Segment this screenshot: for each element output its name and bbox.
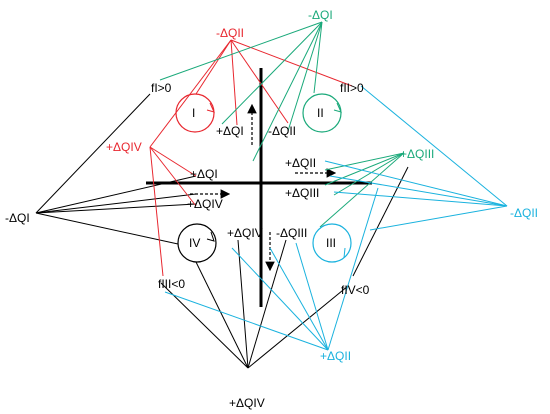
blue-line	[269, 247, 329, 351]
black-line	[35, 175, 197, 214]
label-fIV: fIV<0	[341, 283, 370, 297]
label-fII: fII>0	[340, 81, 364, 95]
green-lines	[159, 21, 405, 228]
black-lines	[35, 93, 409, 369]
label-plus-QI-q1: +ΔQI	[216, 124, 244, 138]
quadrant-numerals: I II III IV	[189, 106, 336, 250]
red-line	[149, 146, 197, 177]
blue-line	[327, 187, 379, 351]
green-line	[324, 152, 405, 186]
quadrant-label-IV: IV	[189, 236, 200, 250]
blue-line	[295, 242, 329, 351]
green-line	[252, 21, 323, 162]
red-line	[149, 39, 232, 148]
blue-line	[329, 175, 508, 207]
green-line	[324, 152, 405, 171]
black-line	[160, 282, 249, 369]
quadrant-IV-hook	[206, 231, 215, 242]
label-right-blue-minus-II: -ΔQII	[510, 206, 538, 220]
label-minus-QIII-q4: -ΔQIII	[276, 226, 307, 240]
blue-line	[231, 247, 329, 351]
black-line	[247, 239, 287, 369]
red-line	[230, 39, 353, 87]
green-line	[159, 21, 323, 81]
quadrant-label-II: II	[317, 106, 324, 120]
black-line	[35, 203, 197, 214]
label-minus-QII-q1: -ΔQII	[268, 124, 296, 138]
label-top-red: -ΔQII	[216, 26, 244, 40]
label-plus-QIV-left: +ΔQIV	[187, 197, 223, 211]
red-line	[149, 146, 164, 277]
quadrant-label-III: III	[326, 236, 336, 250]
label-plus-QIII-right: +ΔQIII	[285, 186, 319, 200]
quadrant-II-hook	[333, 102, 342, 113]
black-line	[352, 166, 409, 277]
label-plus-QI-left: +ΔQI	[190, 167, 218, 181]
flow-labels: -ΔQII -ΔQI fI>0 fII>0 +ΔQIV +ΔQI -ΔQII +…	[5, 8, 538, 410]
label-top-green: -ΔQI	[308, 8, 333, 22]
blue-line	[369, 205, 508, 231]
axes	[146, 68, 372, 307]
quadrant-II-circle	[302, 93, 342, 133]
blue-lines	[164, 85, 508, 351]
label-fIII: fIII<0	[158, 277, 185, 291]
black-line	[195, 261, 249, 369]
black-line	[35, 193, 197, 214]
label-bottom-blue-plus-II: +ΔQII	[320, 349, 351, 363]
black-line	[35, 212, 179, 245]
black-line	[35, 93, 151, 214]
blue-line	[360, 85, 508, 207]
label-plus-QII-right: +ΔQII	[285, 156, 316, 170]
green-line	[333, 152, 405, 196]
black-line	[237, 239, 249, 369]
green-line	[319, 152, 405, 228]
quadrant-I-hook	[206, 102, 215, 113]
label-plus-QIV-q4: +ΔQIV	[227, 226, 263, 240]
green-line	[287, 21, 323, 132]
blue-line	[164, 291, 329, 351]
quadrant-IV-circle	[177, 223, 217, 263]
label-red-plus-IV: +ΔQIV	[106, 140, 142, 154]
red-line	[195, 39, 232, 95]
red-line	[149, 146, 197, 207]
blue-line	[333, 191, 508, 207]
label-fI: fI>0	[151, 81, 172, 95]
green-line	[313, 21, 323, 94]
label-plus-QIII-green: +ΔQIII	[400, 147, 434, 161]
blue-line	[324, 160, 508, 207]
green-line	[221, 21, 323, 125]
black-line	[247, 285, 349, 369]
quadrant-label-I: I	[192, 106, 195, 120]
quadrant-III-hook	[343, 247, 346, 259]
red-lines	[149, 39, 353, 277]
label-left-minus-I: -ΔQI	[5, 211, 30, 225]
quadrant-III-circle	[312, 223, 352, 263]
label-bottom-plus-QIV: +ΔQIV	[229, 396, 265, 410]
dashed-arrows	[190, 103, 337, 272]
